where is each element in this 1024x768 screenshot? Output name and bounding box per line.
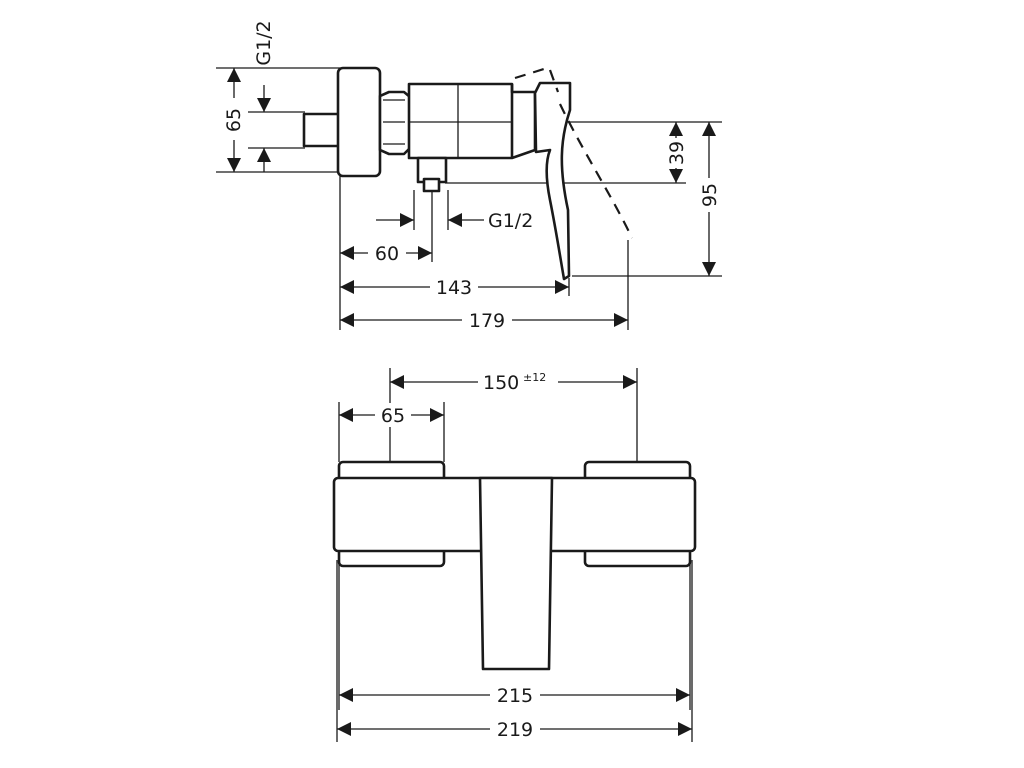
dim-215: 215 [497,685,533,707]
nut [378,90,412,156]
thread-label-top: G1/2 [253,20,275,65]
dim-65-front: 65 [381,405,405,427]
lever-handle [533,81,572,281]
wall-flange [336,66,382,178]
front-view: 150 ±12 65 215 219 [332,368,697,742]
dim-95: 95 [699,183,721,207]
side-view: 65 G1/2 39 95 G1/2 60 143 179 [216,20,722,332]
inlet-pipe [302,112,342,148]
dim-179: 179 [469,310,505,332]
dim-150: 150 [483,372,519,394]
dim-143: 143 [436,277,472,299]
mixer-side-profile [302,66,633,281]
dim-150-tolerance: ±12 [523,371,546,384]
dim-39: 39 [666,141,688,165]
valve-body [407,82,537,160]
dim-65-side: 65 [223,108,245,132]
thread-label-bottom: G1/2 [488,210,533,232]
side-extension-lines [216,67,722,330]
lever-front [478,476,554,671]
mixer-front-profile [332,460,697,671]
dim-219: 219 [497,719,533,741]
lever-alternate-position [514,67,633,239]
outlet-nozzle [422,177,441,193]
dim-60: 60 [375,243,399,265]
